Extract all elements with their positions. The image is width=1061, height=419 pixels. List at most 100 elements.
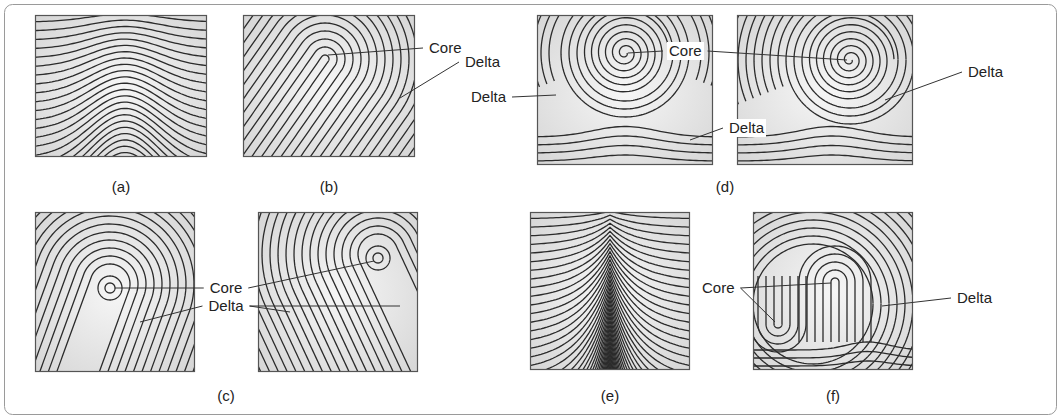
panel-border xyxy=(244,16,415,157)
ridge-line xyxy=(243,15,393,157)
ridge-line xyxy=(737,15,913,107)
ridge-line xyxy=(286,212,418,372)
fingerprint-panel xyxy=(0,128,266,419)
core-label: Core xyxy=(667,42,704,60)
leader-line xyxy=(115,288,204,289)
ridge-line xyxy=(258,212,418,372)
panel-border xyxy=(531,213,690,370)
ridge-line xyxy=(774,276,782,328)
ridge-line xyxy=(243,15,415,157)
ridge-line xyxy=(35,121,207,157)
ridge-line xyxy=(243,15,415,157)
ridge-line xyxy=(294,212,418,372)
ridge-line xyxy=(35,248,146,372)
ridge-line xyxy=(737,15,913,122)
ridge-line xyxy=(537,15,713,90)
ridge-line xyxy=(243,15,401,157)
ridge-line xyxy=(737,15,913,125)
ridge-line xyxy=(753,212,913,370)
ridge-line xyxy=(753,342,913,350)
leader-line xyxy=(512,95,556,97)
ridge-line xyxy=(537,127,713,137)
ridge-line xyxy=(537,15,713,116)
ridge-line xyxy=(753,244,873,364)
ridge-line xyxy=(35,33,207,49)
panel-border xyxy=(36,213,195,372)
ridge-line xyxy=(530,215,690,227)
ridge-line xyxy=(35,232,162,372)
panel-border xyxy=(538,16,713,165)
ridge-line xyxy=(753,212,913,370)
leader-line xyxy=(328,48,423,55)
core-label: Core xyxy=(700,279,737,297)
ridge-line xyxy=(258,212,418,372)
leader-line xyxy=(885,72,962,100)
panel-border xyxy=(754,213,913,370)
ridge-line xyxy=(537,15,713,87)
ridge-line xyxy=(537,15,713,99)
ridge-line xyxy=(831,278,839,342)
ridge-line xyxy=(310,212,418,372)
core-label: Core xyxy=(208,279,245,297)
ridge-line xyxy=(35,212,195,372)
panel-caption: (b) xyxy=(318,178,340,196)
ridge-line xyxy=(537,15,713,113)
ridge-line xyxy=(753,361,913,366)
ridge-line xyxy=(243,31,353,157)
delta-label: Delta xyxy=(727,119,766,137)
ridge-line xyxy=(373,253,383,263)
ridge-line xyxy=(537,15,713,125)
ridge-line xyxy=(778,15,913,87)
panel-caption: (a) xyxy=(110,178,132,196)
ridge-line xyxy=(243,15,415,157)
core-label: Core xyxy=(427,39,464,57)
ridge-line xyxy=(802,15,898,108)
ridge-line xyxy=(737,146,913,153)
ridge-line xyxy=(258,212,418,372)
ridge-line xyxy=(537,15,713,119)
fingerprint-panel xyxy=(650,0,1050,165)
leader-line xyxy=(741,283,831,288)
ridge-line xyxy=(753,212,913,370)
leader-line xyxy=(690,128,723,140)
ridge-line xyxy=(243,15,377,157)
ridge-line xyxy=(35,212,194,372)
ridge-line xyxy=(753,212,913,370)
ridge-line xyxy=(537,15,713,105)
ridge-line xyxy=(35,77,207,111)
ridge-line xyxy=(799,246,871,342)
ridge-line xyxy=(35,45,207,66)
ridge-line xyxy=(35,216,178,372)
leader-line xyxy=(248,261,374,288)
panel-border xyxy=(738,16,913,165)
ridge-line xyxy=(537,15,713,93)
ridge-line xyxy=(366,246,390,270)
ridge-line xyxy=(35,212,195,372)
leader-line xyxy=(708,51,847,60)
panel-caption: (d) xyxy=(714,178,736,196)
delta-label: Delta xyxy=(206,297,245,315)
ridge-line xyxy=(243,15,415,157)
ridge-line xyxy=(35,240,154,372)
ridge-line xyxy=(753,352,913,358)
panel-caption: (f) xyxy=(824,387,842,405)
ridge-line xyxy=(530,235,690,271)
leader-line xyxy=(882,298,951,306)
ridge-line xyxy=(243,15,369,157)
ridge-line xyxy=(753,220,897,370)
ridge-line xyxy=(823,270,847,342)
delta-label: Delta xyxy=(955,289,994,307)
ridge-line xyxy=(537,136,713,145)
ridge-line xyxy=(35,212,195,372)
ridge-line xyxy=(35,140,207,157)
fingerprint-panel xyxy=(649,140,977,419)
ridge-line xyxy=(737,15,913,128)
ridge-line xyxy=(35,264,130,372)
ridge-line xyxy=(753,212,913,370)
panel-caption: (e) xyxy=(599,387,621,405)
ridge-line xyxy=(561,15,689,117)
leader-line xyxy=(140,306,202,322)
ridge-line xyxy=(753,212,913,370)
